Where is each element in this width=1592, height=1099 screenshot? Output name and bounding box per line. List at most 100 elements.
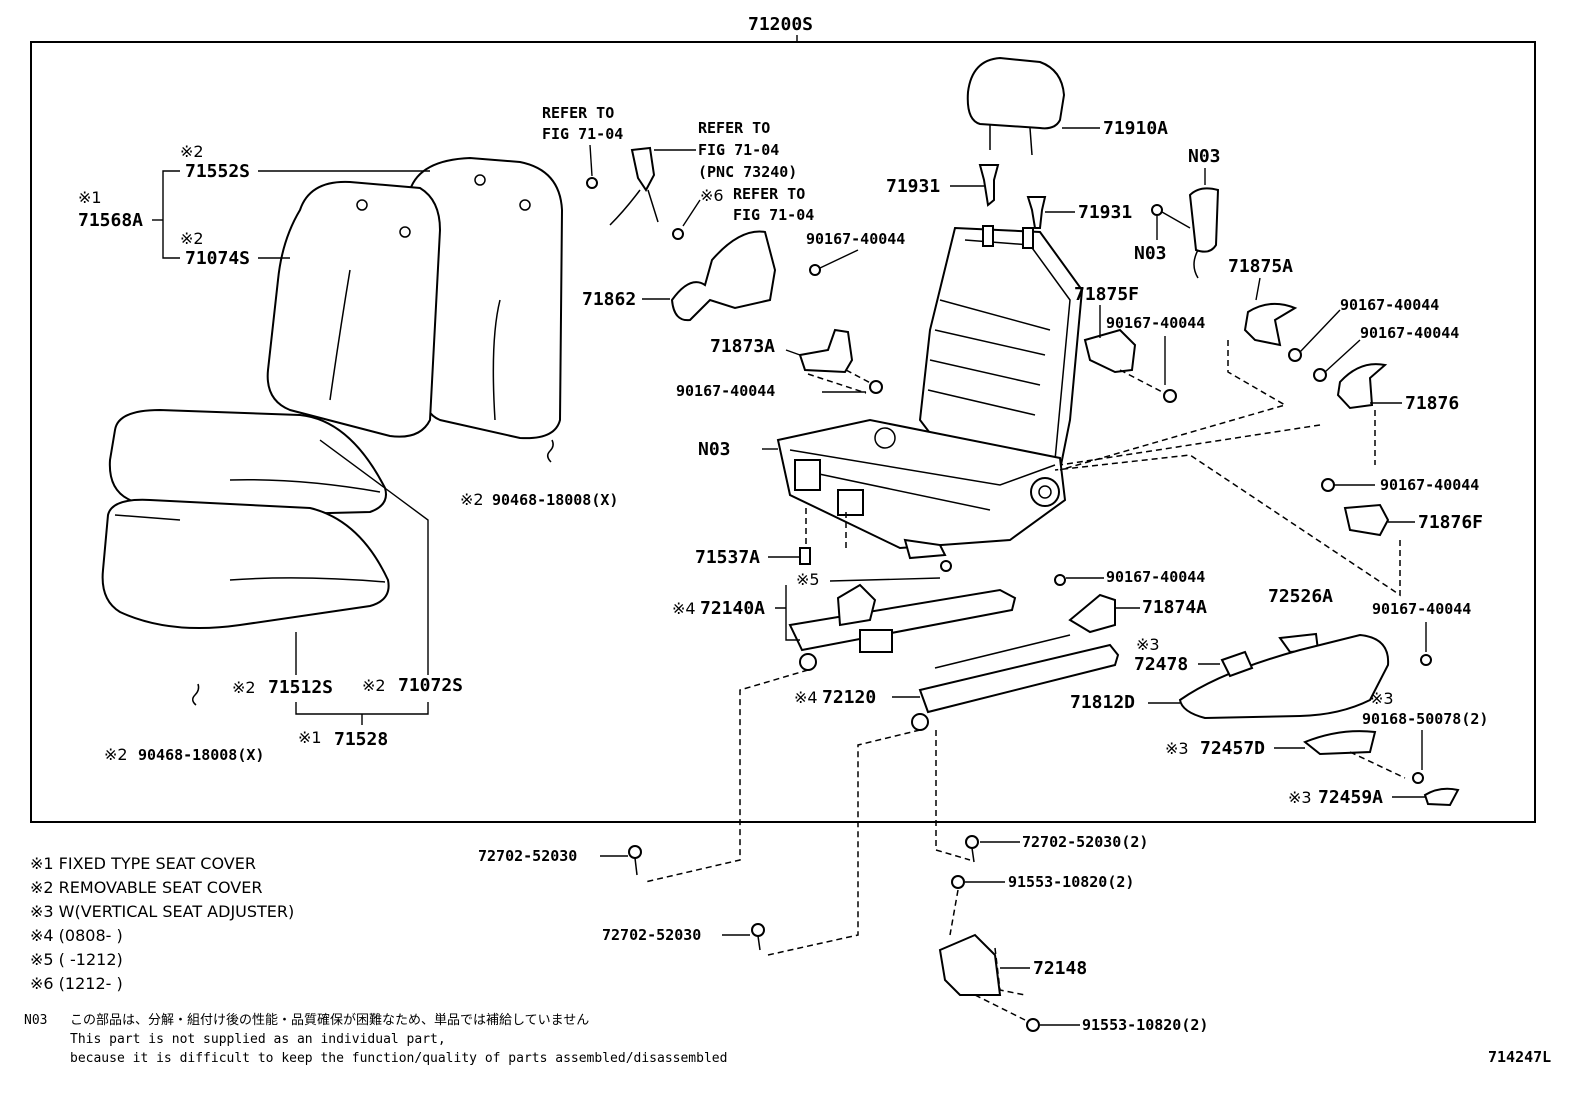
mark-72457D: ※3 bbox=[1165, 739, 1189, 758]
legend-item: ※6 (1212- ) bbox=[30, 974, 123, 993]
bolt-icon bbox=[628, 845, 642, 859]
screw-icon bbox=[1420, 654, 1432, 666]
label-71873A: 71873A bbox=[710, 336, 775, 357]
label-72702-b: 72702-52030 bbox=[602, 926, 701, 944]
bracket-72148 bbox=[938, 933, 1002, 996]
label-71537A: 71537A bbox=[695, 547, 760, 568]
legend-item: ※4 (0808- ) bbox=[30, 926, 123, 945]
pad-71537A bbox=[799, 547, 811, 565]
bolt-icon bbox=[951, 875, 965, 889]
label-72478: 72478 bbox=[1134, 654, 1188, 675]
legend-item: ※1 FIXED TYPE SEAT COVER bbox=[30, 854, 256, 873]
mark-90468-a: ※2 bbox=[460, 490, 484, 509]
label-90167-f: 90167-40044 bbox=[1380, 476, 1479, 494]
knob-72459A bbox=[1423, 787, 1460, 807]
legend-item: ※2 REMOVABLE SEAT COVER bbox=[30, 878, 262, 897]
label-72457D: 72457D bbox=[1200, 738, 1265, 759]
label-71876F: 71876F bbox=[1418, 512, 1483, 533]
assembly-number: 71200S bbox=[748, 14, 813, 35]
recliner-cover-71876 bbox=[1336, 363, 1388, 410]
bolt-icon bbox=[586, 177, 598, 189]
bracket-71873A bbox=[798, 328, 854, 374]
mark-71552S: ※2 bbox=[180, 142, 204, 161]
side-shield-71812D bbox=[1178, 633, 1390, 720]
clip-icon bbox=[672, 228, 684, 240]
label-71568A: 71568A bbox=[78, 210, 143, 231]
label-90167-g: 90167-40044 bbox=[1106, 568, 1205, 586]
label-71552S: 71552S bbox=[185, 161, 250, 182]
label-71528: 71528 bbox=[334, 729, 388, 750]
label-N03-frame: N03 bbox=[698, 439, 731, 460]
label-72148: 72148 bbox=[1033, 958, 1087, 979]
headrest-guide bbox=[978, 164, 1000, 207]
hog-ring-icon bbox=[192, 683, 200, 706]
refer2-line3: (PNC 73240) bbox=[698, 163, 797, 181]
refer3-line2: FIG 71-04 bbox=[733, 206, 814, 224]
mark-5: ※5 bbox=[796, 570, 820, 589]
knob-72457D bbox=[1303, 730, 1377, 756]
screw-icon bbox=[1163, 389, 1177, 403]
label-72526A: 72526A bbox=[1268, 586, 1333, 607]
label-72702-a: 72702-52030 bbox=[478, 847, 577, 865]
label-90167-d: 90167-40044 bbox=[1340, 296, 1439, 314]
label-90167-a: 90167-40044 bbox=[806, 230, 905, 248]
seat-track-72120 bbox=[911, 634, 1120, 731]
label-N03-top: N03 bbox=[1188, 146, 1221, 167]
screw-icon bbox=[1321, 478, 1335, 492]
label-72120: 72120 bbox=[822, 687, 876, 708]
supply-note: N03 この部品は、分解・組付け後の性能・品質確保が困難なため、単品では補給して… bbox=[24, 1012, 727, 1066]
note-code: N03 bbox=[24, 1013, 47, 1028]
mark-72140A: ※4 bbox=[672, 599, 696, 618]
label-71875F: 71875F bbox=[1074, 284, 1139, 305]
label-N03-mid: N03 bbox=[1134, 243, 1167, 264]
legend: ※1 FIXED TYPE SEAT COVER ※2 REMOVABLE SE… bbox=[30, 854, 294, 993]
cushion-cover-lower bbox=[101, 498, 390, 629]
label-71931-a: 71931 bbox=[886, 176, 940, 197]
label-90167-h: 90167-40044 bbox=[1372, 600, 1471, 618]
side-airbag-module bbox=[1188, 187, 1220, 253]
refer2-line2: FIG 71-04 bbox=[698, 141, 779, 159]
label-90168: 90168-50078(2) bbox=[1362, 710, 1488, 728]
label-90167-b: 90167-40044 bbox=[676, 382, 775, 400]
label-72140A: 72140A bbox=[700, 598, 765, 619]
assembly-frame bbox=[30, 41, 1536, 823]
label-71931-b: 71931 bbox=[1078, 202, 1132, 223]
label-71875A: 71875A bbox=[1228, 256, 1293, 277]
seat-frame-assembly bbox=[776, 225, 1084, 560]
label-71074S: 71074S bbox=[185, 248, 250, 269]
recliner-cover-71862 bbox=[670, 230, 777, 322]
screw-icon bbox=[1313, 368, 1327, 382]
screw-icon bbox=[1054, 574, 1066, 586]
recliner-cover-71876F bbox=[1343, 503, 1390, 537]
mark-71072S: ※2 bbox=[362, 676, 386, 695]
label-71512S: 71512S bbox=[268, 677, 333, 698]
label-91553-b: 91553-10820(2) bbox=[1082, 1016, 1208, 1034]
label-72459A: 72459A bbox=[1318, 787, 1383, 808]
screw-icon bbox=[809, 264, 821, 276]
note-japanese: この部品は、分解・組付け後の性能・品質確保が困難なため、単品では補給していません bbox=[70, 1012, 589, 1028]
figure-code: 714247L bbox=[1488, 1048, 1551, 1066]
screw-icon bbox=[869, 380, 883, 394]
note-english-1: This part is not supplied as an individu… bbox=[70, 1032, 446, 1047]
mark-71528: ※1 bbox=[298, 728, 322, 747]
switch-72478 bbox=[1220, 650, 1254, 678]
mark-90168: ※3 bbox=[1370, 689, 1394, 708]
screw-icon bbox=[1288, 348, 1302, 362]
headrest-guide bbox=[1026, 196, 1047, 229]
label-72702-c: 72702-52030(2) bbox=[1022, 833, 1148, 851]
label-71876: 71876 bbox=[1405, 393, 1459, 414]
refer1-line2: FIG 71-04 bbox=[542, 125, 623, 143]
spring-icon bbox=[940, 560, 952, 572]
legend-item: ※5 ( -1212) bbox=[30, 950, 123, 969]
bolt-icon bbox=[751, 923, 765, 937]
refer1-line1: REFER TO bbox=[542, 104, 614, 122]
seatback-cover-front bbox=[266, 180, 442, 438]
label-71910A: 71910A bbox=[1103, 118, 1168, 139]
mark-71568A: ※1 bbox=[78, 188, 102, 207]
mark-71074S: ※2 bbox=[180, 229, 204, 248]
refer3-line1: REFER TO bbox=[733, 185, 805, 203]
refer2-line1: REFER TO bbox=[698, 119, 770, 137]
bracket-71874A bbox=[1068, 593, 1116, 634]
